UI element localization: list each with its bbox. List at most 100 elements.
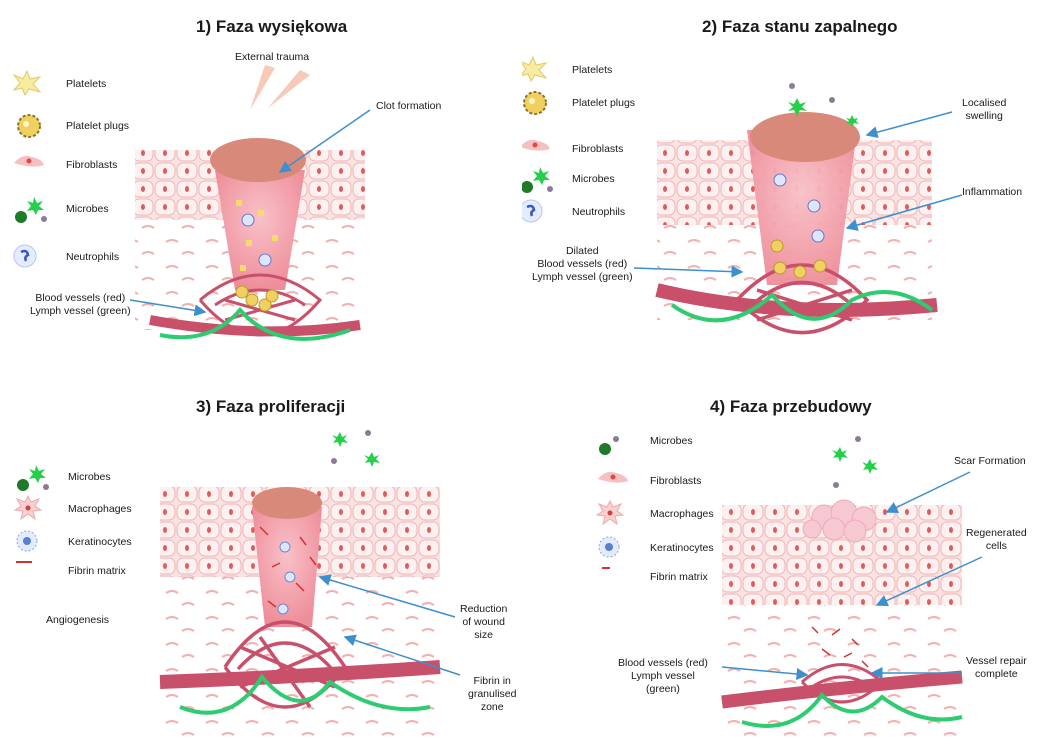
scab bbox=[252, 487, 322, 519]
platelet-icon bbox=[522, 56, 556, 84]
macrophage-icon bbox=[14, 495, 52, 523]
label-vessels-line2: Lymph vessel (green) bbox=[30, 305, 131, 318]
label-fibrin-granulised: Fibrin in granulised zone bbox=[468, 675, 516, 714]
label-clot-formation: Clot formation bbox=[376, 100, 441, 113]
legend-microbes: Microbes bbox=[14, 463, 111, 491]
panel-2-title: 2) Faza stanu zapalnego bbox=[702, 17, 898, 37]
legend-fibroblasts: Fibroblasts bbox=[522, 135, 623, 163]
legend-microbes-label: Microbes bbox=[650, 435, 693, 447]
panel-4-title: 4) Faza przebudowy bbox=[710, 397, 872, 417]
legend-macrophages: Macrophages bbox=[596, 500, 714, 528]
legend-keratinocytes: Keratinocytes bbox=[14, 528, 132, 556]
legend-keratinocytes: Keratinocytes bbox=[596, 534, 714, 562]
legend-neutrophils-label: Neutrophils bbox=[572, 206, 625, 218]
label-dilated-line1: Dilated bbox=[532, 245, 633, 258]
trauma-shape-1 bbox=[250, 65, 275, 110]
microbe-icon bbox=[596, 427, 634, 455]
label-regenerated-cells: Regenerated cells bbox=[966, 527, 1027, 553]
label-vessels: Blood vessels (red) Lymph vessel (green) bbox=[618, 657, 708, 696]
trauma-shape-2 bbox=[268, 70, 310, 108]
legend-platelet-plugs-label: Platelet plugs bbox=[66, 120, 129, 132]
label-localised-swelling: Localised swelling bbox=[962, 97, 1006, 123]
label-vessels-line2: Lymph vessel bbox=[618, 670, 708, 683]
fibrin-icon bbox=[596, 563, 634, 591]
legend-microbes-label: Microbes bbox=[572, 173, 615, 185]
fibroblast-icon bbox=[12, 151, 50, 179]
keratinocyte-icon bbox=[596, 534, 634, 562]
keratinocyte-icon bbox=[14, 528, 52, 556]
legend-platelets: Platelets bbox=[522, 56, 612, 84]
label-vessels-line1: Blood vessels (red) bbox=[618, 657, 708, 670]
legend-neutrophils-label: Neutrophils bbox=[66, 251, 119, 263]
label-inflammation: Inflammation bbox=[962, 186, 1022, 199]
legend-macrophages-label: Macrophages bbox=[68, 503, 132, 515]
panel-remodeling-phase: 4) Faza przebudowy Scar Formation Regene… bbox=[522, 377, 1044, 754]
label-fibrin-line2: granulised bbox=[468, 688, 516, 701]
label-swelling-line2: swelling bbox=[962, 110, 1006, 123]
label-repair-line2: complete bbox=[966, 668, 1027, 681]
platelet-plug-icon bbox=[12, 112, 50, 140]
microbes-floating bbox=[832, 436, 878, 488]
platelet-plug-icon bbox=[522, 89, 556, 117]
label-fibrin-line3: zone bbox=[468, 701, 516, 714]
clot bbox=[210, 138, 306, 182]
panel-1-title: 1) Faza wysiękowa bbox=[196, 17, 347, 37]
label-scar-formation: Scar Formation bbox=[954, 455, 1026, 468]
label-vessels-line3: (green) bbox=[618, 683, 708, 696]
legend-fibrin-matrix: Fibrin matrix bbox=[596, 563, 708, 591]
legend-microbes: Microbes bbox=[12, 195, 109, 223]
label-fibrin-line1: Fibrin in bbox=[468, 675, 516, 688]
fibrin-icon bbox=[14, 557, 52, 585]
legend-microbes-label: Microbes bbox=[66, 203, 109, 215]
legend-neutrophils: Neutrophils bbox=[12, 243, 119, 271]
panel-inflammatory-phase: 2) Faza stanu zapalnego Localised swelli… bbox=[522, 0, 1044, 377]
microbes-floating bbox=[331, 430, 380, 467]
label-reduction-wound-size: Reduction of wound size bbox=[460, 603, 507, 642]
legend-macrophages-label: Macrophages bbox=[650, 508, 714, 520]
label-vessels: Blood vessels (red) Lymph vessel (green) bbox=[30, 292, 131, 318]
label-dilated-line2: Blood vessels (red) bbox=[532, 258, 633, 271]
legend-fibroblasts-label: Fibroblasts bbox=[66, 159, 117, 171]
legend-platelet-plugs: Platelet plugs bbox=[522, 89, 635, 117]
panel-exudative-phase: 1) Faza wysiękowa External trauma Clot f… bbox=[0, 0, 522, 377]
legend-platelet-plugs: Platelet plugs bbox=[12, 112, 129, 140]
label-external-trauma: External trauma bbox=[235, 51, 309, 64]
label-swelling-line1: Localised bbox=[962, 97, 1006, 110]
label-vessels-line1: Blood vessels (red) bbox=[30, 292, 131, 305]
fibroblast-icon bbox=[522, 135, 556, 163]
label-regen-line2: cells bbox=[966, 540, 1027, 553]
swelling-arrow bbox=[867, 112, 952, 135]
legend-platelets: Platelets bbox=[12, 70, 106, 98]
panel-3-title: 3) Faza proliferacji bbox=[196, 397, 345, 417]
platelet-icon bbox=[12, 70, 50, 98]
legend-fibrin-matrix: Fibrin matrix bbox=[14, 557, 126, 585]
legend-microbes: Microbes bbox=[596, 427, 693, 455]
legend-platelet-plugs-label: Platelet plugs bbox=[572, 97, 635, 109]
label-dilated-vessels: Dilated Blood vessels (red) Lymph vessel… bbox=[532, 245, 633, 284]
legend-platelets-label: Platelets bbox=[572, 64, 612, 76]
legend-keratinocytes-label: Keratinocytes bbox=[68, 536, 132, 548]
legend-macrophages: Macrophages bbox=[14, 495, 132, 523]
microbe-icon bbox=[14, 463, 52, 491]
legend-fibroblasts: Fibroblasts bbox=[596, 467, 701, 495]
legend-platelets-label: Platelets bbox=[66, 78, 106, 90]
legend-fibrin-label: Fibrin matrix bbox=[68, 565, 126, 577]
microbe-icon bbox=[522, 165, 556, 193]
panel-proliferation-phase: 3) Faza proliferacji Reduction of wound … bbox=[0, 377, 522, 754]
legend-microbes: Microbes bbox=[522, 165, 615, 193]
neutrophil-icon bbox=[12, 243, 50, 271]
label-angiogenesis: Angiogenesis bbox=[46, 614, 109, 627]
legend-fibroblasts-label: Fibroblasts bbox=[650, 475, 701, 487]
neutrophil-icon bbox=[522, 198, 556, 226]
label-reduction-line1: Reduction bbox=[460, 603, 507, 616]
microbe-icon bbox=[12, 195, 50, 223]
label-vessel-repair: Vessel repair complete bbox=[966, 655, 1027, 681]
legend-keratinocytes-label: Keratinocytes bbox=[650, 542, 714, 554]
swollen-clot bbox=[750, 112, 860, 162]
fibroblast-icon bbox=[596, 467, 634, 495]
label-reduction-line2: of wound bbox=[460, 616, 507, 629]
legend-microbes-label: Microbes bbox=[68, 471, 111, 483]
label-regen-line1: Regenerated bbox=[966, 527, 1027, 540]
legend-fibroblasts: Fibroblasts bbox=[12, 151, 117, 179]
legend-fibroblasts-label: Fibroblasts bbox=[572, 143, 623, 155]
